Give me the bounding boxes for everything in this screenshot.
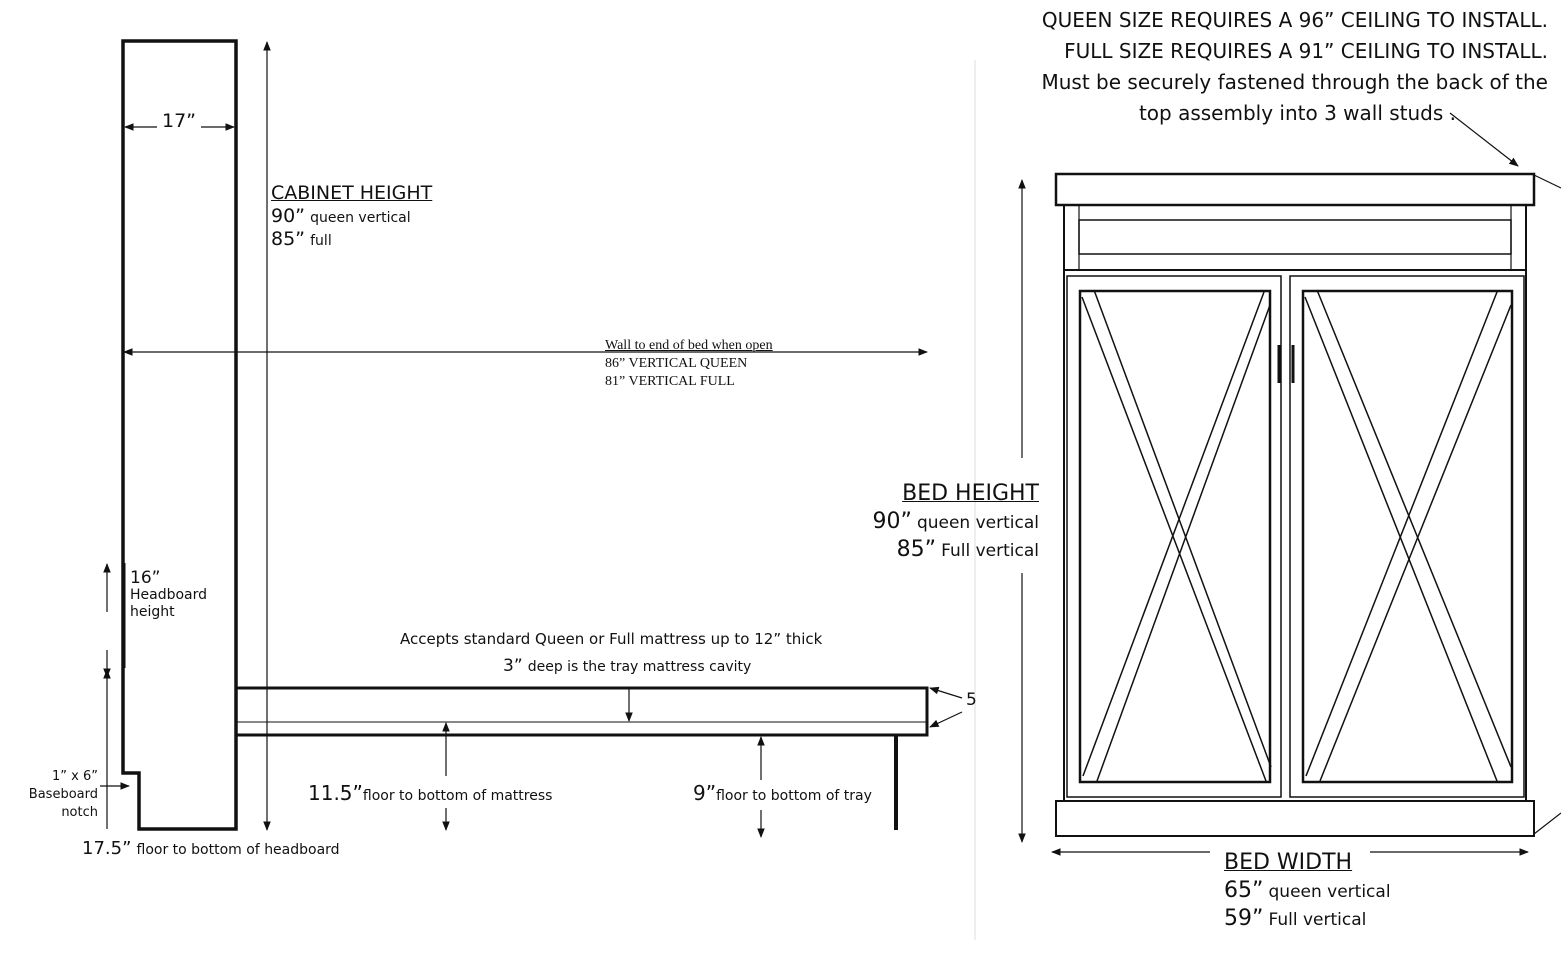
mattress-floor-label: 11.5”floor to bottom of mattress [308, 783, 552, 803]
bed-width-label: BED WIDTH 65” queen vertical 59” Full ve… [1224, 852, 1391, 930]
headboard-floor-text: floor to bottom of headboard [136, 842, 340, 858]
bed-width-queen-value: 65” [1224, 878, 1264, 903]
cabinet-height-queen-value: 90” [271, 205, 306, 227]
cut-off-label: 5 [966, 690, 977, 710]
crown-top [1054, 172, 1536, 207]
cabinet-height-full-text: full [310, 233, 332, 249]
install-note-line-4: top assembly into 3 wall studs . [1138, 101, 1456, 125]
left-door-inner [1078, 289, 1272, 784]
right-door [1289, 275, 1525, 798]
headboard-value: 16” [130, 568, 161, 588]
baseboard-label: 1” x 6” Baseboard notch [29, 768, 98, 822]
tray-floor-value: 9” [693, 781, 717, 805]
bed-width-full-value: 59” [1224, 906, 1264, 931]
baseboard-line-2: Baseboard [28, 787, 98, 802]
install-note-line-2: FULL SIZE REQUIRES A 91” CEILING TO INST… [1064, 39, 1548, 63]
bed-width-title: BED WIDTH [1224, 850, 1353, 875]
wall-to-end-full: 81” VERTICAL FULL [605, 374, 735, 389]
tray-thickness-arrow-bottom [929, 711, 963, 728]
bed-width-queen-text: queen vertical [1268, 882, 1391, 902]
baseboard-line-1: 1” x 6” [52, 769, 98, 784]
tray-floor-label: 9”floor to bottom of tray [693, 783, 872, 803]
headboard-label: 16” Headboard height [130, 570, 207, 621]
front-view [1018, 112, 1561, 856]
side-view [100, 39, 963, 838]
headboard-line-2: height [130, 604, 175, 620]
depth-label: 17” [162, 110, 197, 132]
cabinet-body [1063, 204, 1527, 802]
wall-to-end-queen: 86” VERTICAL QUEEN [605, 356, 748, 371]
bed-height-full-text: Full vertical [941, 541, 1039, 561]
install-note-line-1: QUEEN SIZE REQUIRES A 96” CEILING TO INS… [1041, 8, 1548, 32]
bed-height-queen-value: 90” [872, 509, 912, 534]
right-door-inner [1301, 289, 1514, 784]
tray-outline [234, 686, 929, 737]
mattress-floor-text: floor to bottom of mattress [362, 788, 553, 804]
baseboard-line-3: notch [61, 805, 98, 820]
cabinet-height-label: CABINET HEIGHT 90” queen vertical 85” fu… [271, 184, 432, 249]
cabinet-outline [121, 39, 238, 831]
headboard-floor-value: 17.5” [82, 838, 132, 859]
headboard-floor-label: 17.5” floor to bottom of headboard [82, 840, 340, 858]
bed-width-full-text: Full vertical [1268, 910, 1367, 930]
tray-cavity-value: 3” [503, 656, 523, 676]
tray-cavity-label: 3” deep is the tray mattress cavity [503, 658, 751, 675]
mattress-floor-value: 11.5” [308, 781, 363, 805]
cabinet-height-full-value: 85” [271, 228, 306, 250]
headboard-line-1: Headboard [130, 587, 208, 603]
wall-to-end-label: Wall to end of bed when open 86” VERTICA… [605, 337, 773, 391]
install-note-line-3: Must be securely fastened through the ba… [1041, 70, 1548, 94]
mattress-note: Accepts standard Queen or Full mattress … [400, 630, 823, 648]
cabinet-height-title: CABINET HEIGHT [271, 182, 433, 204]
bed-height-full-value: 85” [896, 537, 937, 562]
left-door [1066, 275, 1282, 798]
cabinet-height-queen-text: queen vertical [310, 210, 411, 226]
bed-height-label: BED HEIGHT 90” queen vertical 85” Full v… [872, 483, 1039, 561]
tray-cavity-text: deep is the tray mattress cavity [527, 659, 752, 675]
install-note: QUEEN SIZE REQUIRES A 96” CEILING TO INS… [1041, 5, 1548, 129]
base [1055, 800, 1535, 837]
bed-height-title: BED HEIGHT [902, 481, 1039, 506]
tray-floor-text: floor to bottom of tray [716, 788, 872, 804]
tray-thickness-arrow-top [929, 686, 963, 699]
wall-to-end-title: Wall to end of bed when open [605, 338, 773, 353]
install-note-leader [1449, 112, 1519, 167]
bed-height-queen-text: queen vertical [916, 513, 1039, 533]
header-panel [1078, 219, 1512, 255]
